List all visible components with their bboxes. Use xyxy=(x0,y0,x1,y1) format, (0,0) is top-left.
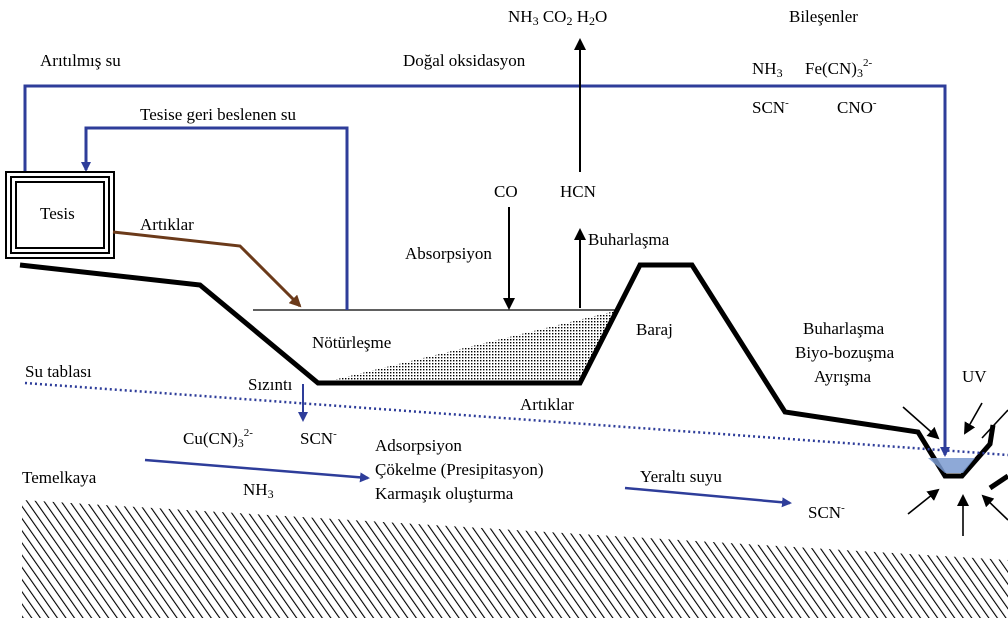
plant-box xyxy=(5,171,115,259)
recycled-water-line xyxy=(81,126,349,310)
absorption-label: Absorpsiyon xyxy=(405,244,492,263)
scn-stream-label: SCN- xyxy=(808,502,845,522)
water-table-line xyxy=(24,381,1008,457)
stream-water xyxy=(928,458,975,473)
stream-arrow-1 xyxy=(902,406,940,440)
stream-process-3: Ayrışma xyxy=(814,367,871,386)
stream-arrow-3 xyxy=(907,488,940,515)
top-gases-label: NH3 CO2 H2O xyxy=(508,7,607,28)
cucn-label: Cu(CN)32- xyxy=(183,427,253,450)
water-table-label: Su tablası xyxy=(25,362,92,381)
attenuation-1: Adsorpsiyon xyxy=(375,436,462,455)
scn-pond-label: SCN- xyxy=(300,428,337,448)
ground-profile xyxy=(19,262,996,479)
bedrock-hatch xyxy=(0,500,1008,624)
plant-label: Tesis xyxy=(40,204,75,223)
hcn-label: HCN xyxy=(560,182,596,201)
ground-flow-arrow-2 xyxy=(624,486,792,508)
ground-profile-end xyxy=(988,473,1008,491)
natural-oxidation-label: Doğal oksidasyon xyxy=(403,51,526,70)
compound-cno: CNO- xyxy=(837,97,877,117)
compound-nh3: NH3 xyxy=(752,59,783,80)
stream-process-1: Buharlaşma xyxy=(803,319,885,338)
nh3-ground-label: NH3 xyxy=(243,480,274,501)
stream-arrow-6 xyxy=(981,409,1008,439)
stream-process-2: Biyo-bozuşma xyxy=(795,343,895,362)
attenuation-2: Çökelme (Presipitasyon) xyxy=(375,460,544,479)
compounds-title: Bileşenler xyxy=(789,7,858,26)
dam-label: Baraj xyxy=(636,320,673,339)
seepage-label: Sızıntı xyxy=(248,375,293,394)
stream-arrow-5 xyxy=(981,494,1008,521)
recycled-water-label: Tesise geri beslenen su xyxy=(140,105,297,124)
treated-water-label: Arıtılmış su xyxy=(40,51,121,70)
ground-flow-arrow-1 xyxy=(144,458,370,483)
bedrock-label: Temelkaya xyxy=(22,468,97,487)
compound-fecn: Fe(CN)32- xyxy=(805,57,872,80)
tailings-sediment xyxy=(325,311,615,382)
neutralization-label: Nötürleşme xyxy=(312,333,391,352)
attenuation-3: Karmaşık oluşturma xyxy=(375,484,514,503)
treated-water-line xyxy=(23,84,950,457)
stream-arrow-2 xyxy=(964,402,983,435)
groundwater-label: Yeraltı suyu xyxy=(640,467,722,486)
tailings-arrow xyxy=(112,230,302,308)
uv-label: UV xyxy=(962,367,987,386)
tailings-bottom-label: Artıklar xyxy=(520,395,574,414)
evaporation-label: Buharlaşma xyxy=(588,230,670,249)
co-label: CO xyxy=(494,182,518,201)
compound-scn: SCN- xyxy=(752,97,789,117)
tailings-in-label: Artıklar xyxy=(140,215,194,234)
